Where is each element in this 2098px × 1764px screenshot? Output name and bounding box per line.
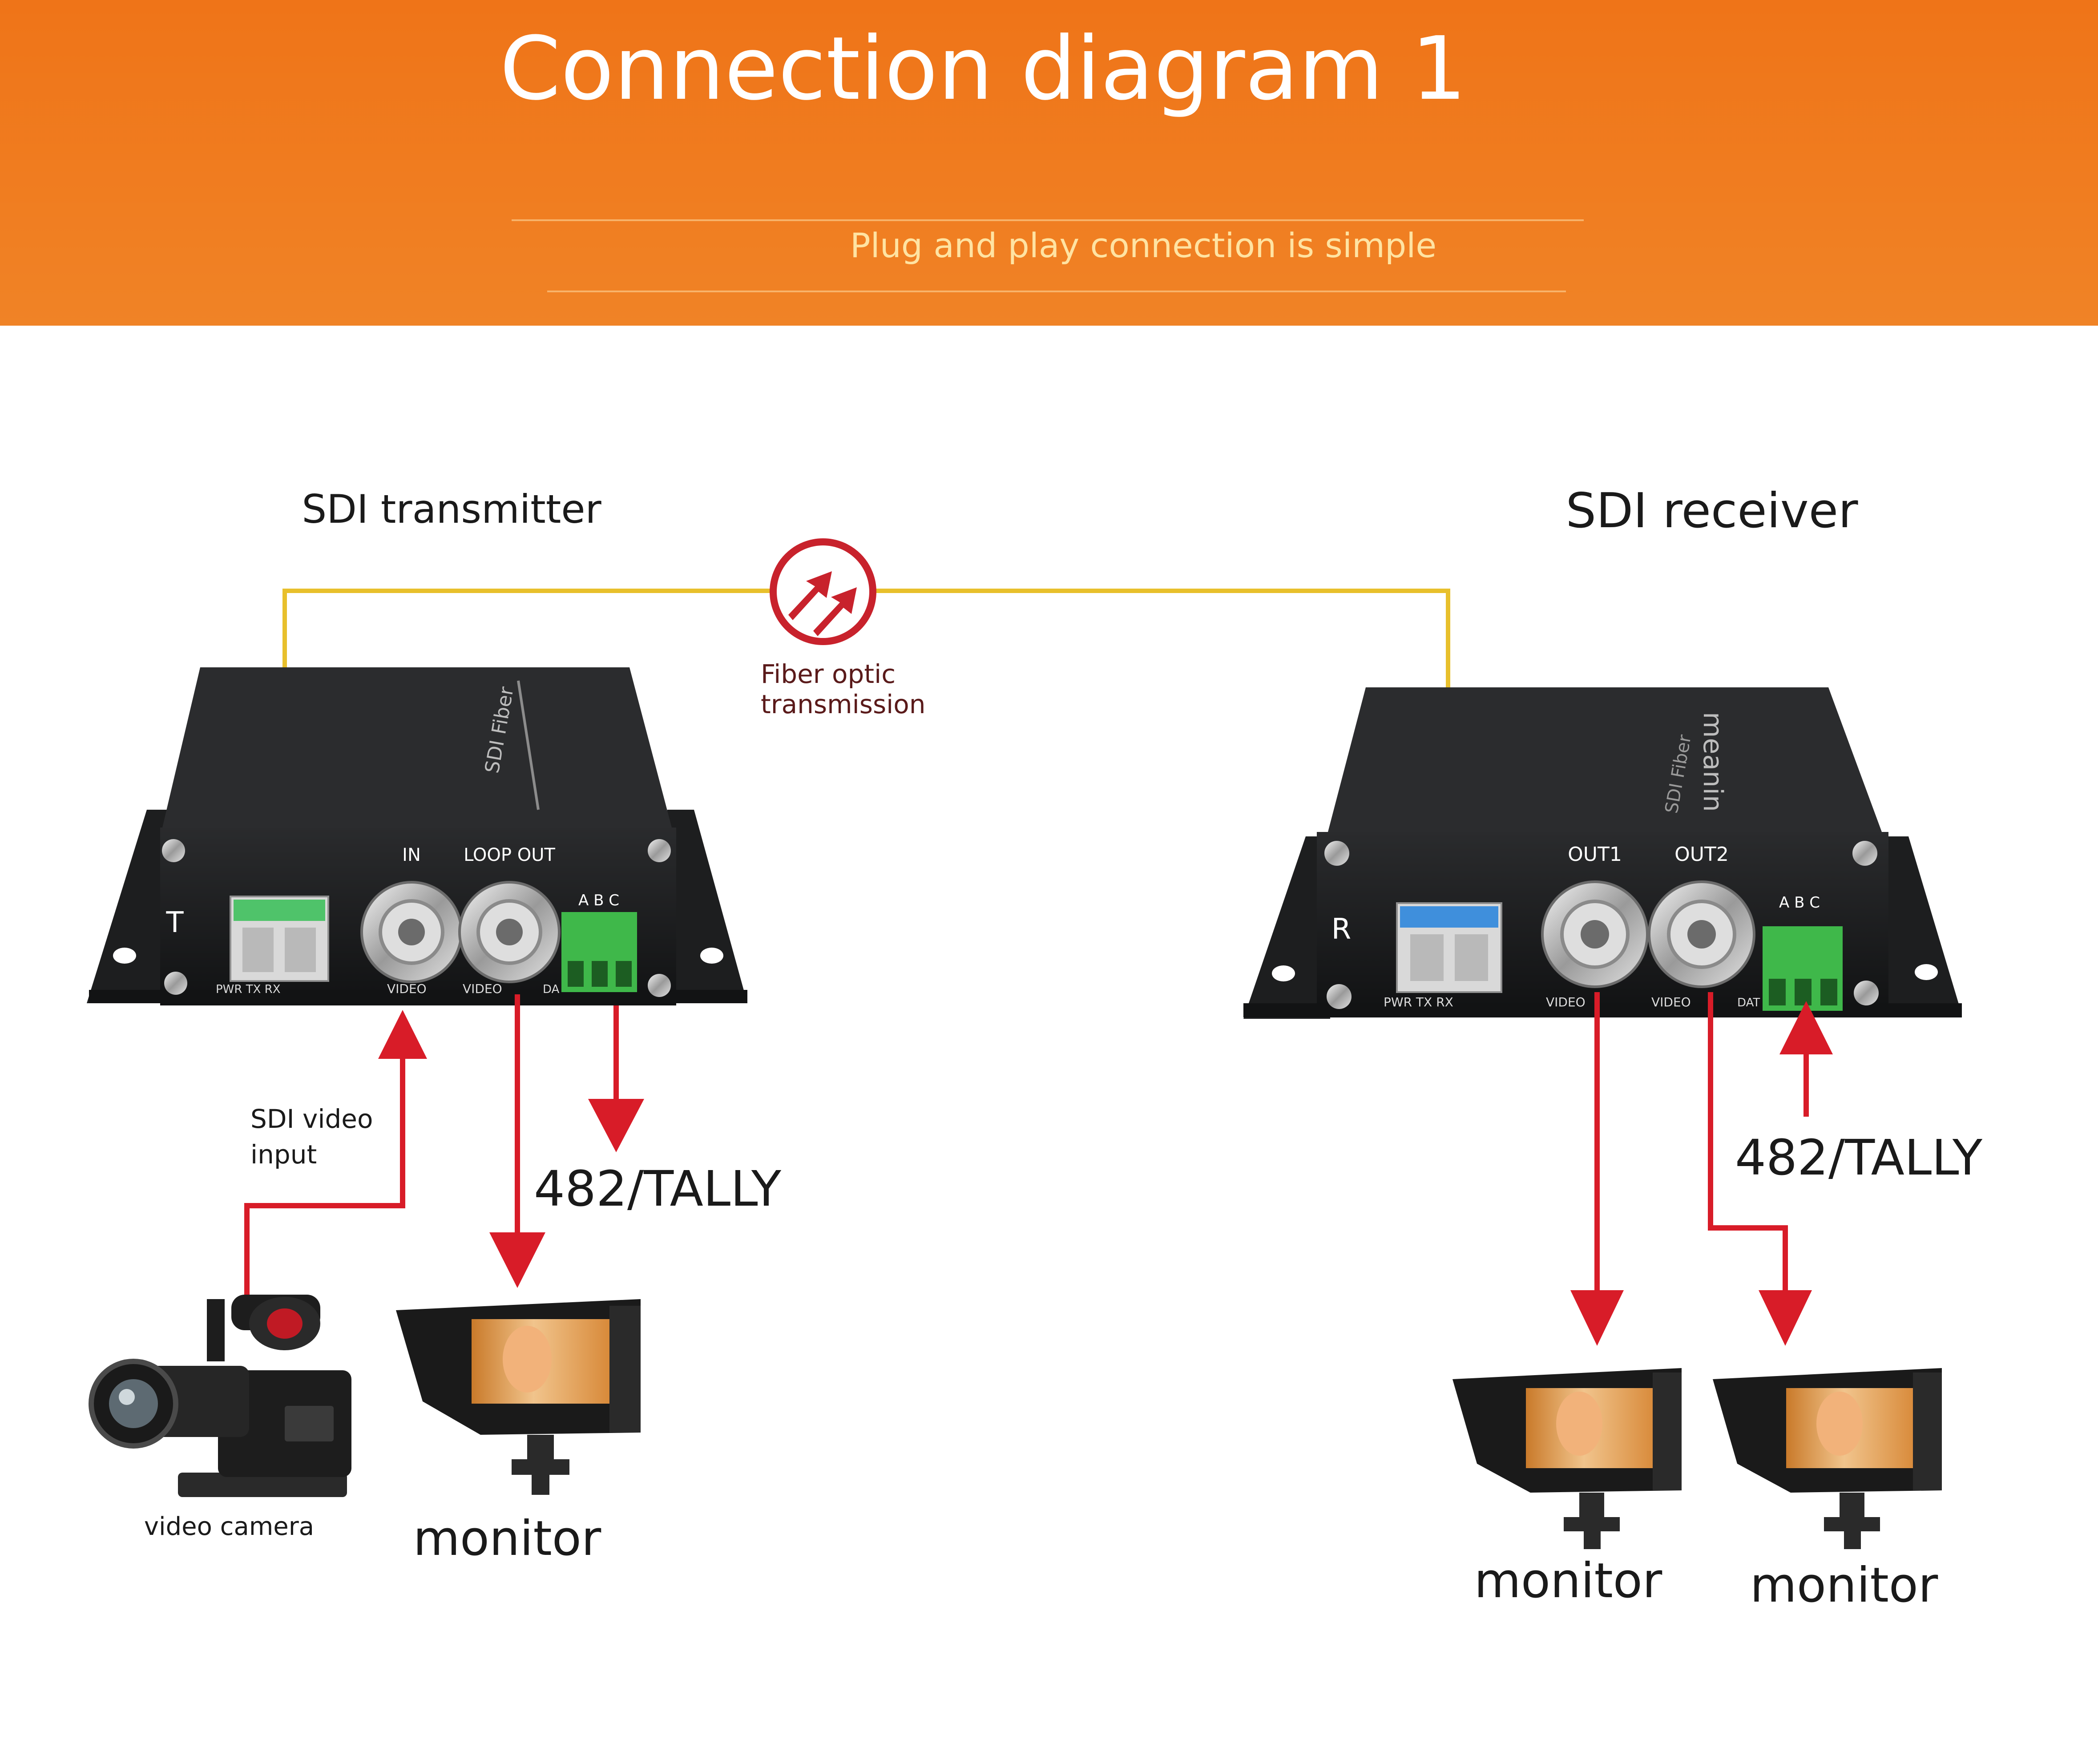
sdi-receiver-device: meanin SDI Fiber R PWR TX RX OUT1 VIDEO … xyxy=(1243,687,1962,1019)
tx-bnc-in-connector[interactable] xyxy=(360,881,463,983)
fiber-label-line2: transmission xyxy=(761,689,926,719)
video-camera-icon xyxy=(89,1295,351,1497)
svg-text:VIDEO: VIDEO xyxy=(463,981,502,996)
tx-input-label-line2: input xyxy=(250,1139,317,1170)
svg-text:DA: DA xyxy=(543,983,560,996)
svg-text:meanin: meanin xyxy=(1697,712,1728,812)
rx-monitor2-icon xyxy=(1713,1368,1942,1549)
rx-data-arrow xyxy=(1779,1001,1833,1117)
transmitter-title: SDI transmitter xyxy=(302,486,601,532)
svg-text:PWR TX RX: PWR TX RX xyxy=(1384,995,1453,1009)
rx-port-out1-label: OUT1 xyxy=(1568,843,1622,866)
svg-text:PWR TX RX: PWR TX RX xyxy=(216,983,281,996)
rx-bnc-out1-connector[interactable] xyxy=(1541,880,1649,988)
tx-input-label-line1: SDI video xyxy=(250,1104,373,1134)
page-subtitle: Plug and play connection is simple xyxy=(850,226,1436,265)
receiver-title: SDI receiver xyxy=(1566,483,1859,539)
rx-out1-arrow xyxy=(1570,992,1624,1346)
tx-video-input-arrow xyxy=(244,1010,427,1297)
rx-top-panel xyxy=(1328,687,1882,832)
tx-monitor-label: monitor xyxy=(413,1511,601,1566)
rx-monitor2-label: monitor xyxy=(1750,1558,1938,1613)
rx-data-label: 482/TALLY xyxy=(1735,1129,1983,1186)
tx-flange-left xyxy=(87,810,171,1003)
rx-bnc-out2-connector[interactable] xyxy=(1648,880,1755,988)
svg-text:VIDEO: VIDEO xyxy=(1651,995,1691,1009)
tx-port-loop-label: LOOP OUT xyxy=(464,845,555,865)
fiber-label-line1: Fiber optic xyxy=(761,659,896,689)
tx-monitor-icon xyxy=(396,1299,641,1495)
svg-text:DAT: DAT xyxy=(1737,996,1760,1009)
sdi-transmitter-device: SDI Fiber T PWR TX RX IN VIDEO LOOP OUT xyxy=(87,667,747,1005)
tx-bnc-loop-connector[interactable] xyxy=(458,881,561,983)
rx-side-letter: R xyxy=(1331,913,1351,946)
fiber-transmission-icon xyxy=(770,538,876,645)
rx-out2-arrow xyxy=(1708,992,1812,1346)
rx-port-out2-label: OUT2 xyxy=(1674,843,1729,866)
rx-monitor1-icon xyxy=(1452,1368,1682,1549)
tx-port-in-label: IN xyxy=(402,845,421,865)
tx-terminal-labels: A B C xyxy=(578,892,619,909)
rx-flange-right xyxy=(1886,836,1962,1014)
rx-monitor1-label: monitor xyxy=(1474,1553,1662,1609)
tx-flange-right xyxy=(667,810,747,1003)
rx-data-terminal-block[interactable] xyxy=(1763,926,1843,1011)
tx-data-arrow xyxy=(588,1005,644,1152)
header-banner xyxy=(0,0,2098,326)
tx-top-panel xyxy=(162,667,672,828)
svg-text:VIDEO: VIDEO xyxy=(1546,995,1586,1009)
svg-text:VIDEO: VIDEO xyxy=(387,981,427,996)
page-title: Connection diagram 1 xyxy=(500,18,1466,120)
camera-label: video camera xyxy=(144,1512,314,1541)
tx-side-letter: T xyxy=(165,906,184,939)
tx-loop-out-arrow xyxy=(489,994,545,1288)
tx-data-label: 482/TALLY xyxy=(534,1160,782,1217)
tx-data-terminal-block[interactable] xyxy=(561,912,637,992)
rx-terminal-labels: A B C xyxy=(1779,894,1820,912)
rx-flange-left xyxy=(1243,836,1330,1019)
